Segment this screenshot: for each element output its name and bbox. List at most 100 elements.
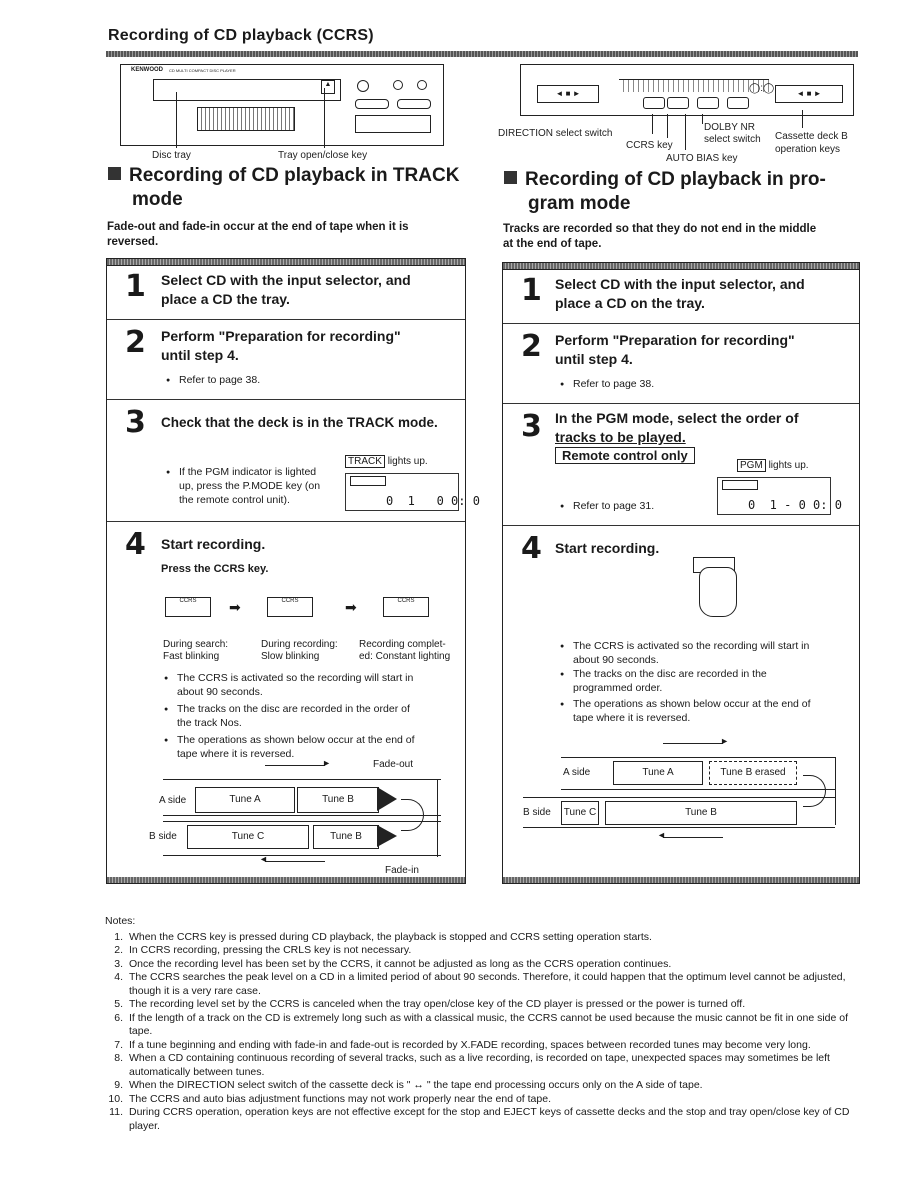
tape-line xyxy=(561,789,835,790)
tray-key-label: Tray open/close key xyxy=(278,150,368,161)
step-note: The operations as shown below occur at t… xyxy=(560,697,811,725)
step-divider xyxy=(107,521,465,522)
tune-segment: Tune A xyxy=(613,761,703,785)
arrow-right-icon: ► xyxy=(265,758,331,768)
cd-stop-button[interactable] xyxy=(355,115,431,133)
auto-bias-label: AUTO BIAS key xyxy=(666,153,738,164)
cd-button[interactable] xyxy=(397,99,431,109)
disc-tray-label: Disc tray xyxy=(152,150,191,161)
cd-display xyxy=(197,107,295,131)
note-item: 8.When a CD containing continuous record… xyxy=(114,1052,830,1078)
ccrs-key-icon: CCRS xyxy=(165,597,211,617)
arrow-right-icon: ► xyxy=(663,736,729,746)
tape-line xyxy=(523,827,835,828)
dolby-label: DOLBY NR select switch xyxy=(704,122,761,145)
remote-only-badge: Remote control only xyxy=(555,447,695,464)
note-item: 7.If a tune beginning and ending with fa… xyxy=(114,1038,811,1051)
cassette-keys-label: Cassette deck B operation keys xyxy=(775,131,848,155)
step-number: 4 xyxy=(125,527,146,562)
reverse-curve-icon xyxy=(803,775,826,807)
step-note: The tracks on the disc are recorded in t… xyxy=(560,667,767,695)
step-number: 2 xyxy=(521,329,542,364)
state-label: During recording:Slow blinking xyxy=(261,639,338,662)
tape-line xyxy=(163,855,441,856)
note-item: 4.The CCRS searches the peak level on a … xyxy=(114,971,846,997)
note-item: 3.Once the recording level has been set … xyxy=(114,957,672,970)
note-item: 2.In CCRS recording, pressing the CRLS k… xyxy=(114,944,412,956)
ccrs-key[interactable] xyxy=(643,97,665,109)
pgm-section-heading: Recording of CD playback in pro- gram mo… xyxy=(504,168,864,216)
fade-wedge xyxy=(377,787,397,811)
step-subtitle: Press the CCRS key. xyxy=(161,563,269,575)
note-item: 11.During CCRS operation, operation keys… xyxy=(109,1106,850,1132)
tune-segment: Tune A xyxy=(195,787,295,813)
heading-square-icon xyxy=(108,167,121,180)
tape-end-line xyxy=(437,779,438,857)
deck-dial[interactable]: ◯:◯ xyxy=(749,83,775,94)
tape-line xyxy=(163,815,441,816)
notes-heading: Notes: xyxy=(105,915,136,927)
step-divider xyxy=(107,399,465,400)
cassette-callout xyxy=(802,110,803,128)
note-item: 1.When the CCRS key is pressed during CD… xyxy=(114,930,652,943)
b-side-label: B side xyxy=(149,831,177,842)
deck-keys-left[interactable]: ◄ ■ ► xyxy=(537,85,599,103)
state-label: During search:Fast blinking xyxy=(163,639,229,662)
tape-line xyxy=(523,797,835,798)
cd-brand: KENWOOD xyxy=(131,67,163,73)
pressing-finger-icon xyxy=(699,567,737,617)
dolby-callout xyxy=(702,114,703,124)
disc-tray-callout xyxy=(176,92,177,148)
cd-player-illustration: KENWOOD CD MULTI COMPACT DISC PLAYER ▲ xyxy=(120,64,444,146)
erased-segment: Tune B erased xyxy=(709,761,797,785)
autobias-callout xyxy=(685,114,686,150)
note-item: 10.The CCRS and auto bias adjustment fun… xyxy=(108,1092,551,1105)
arrow-right-icon: ➡ xyxy=(345,599,357,615)
step-divider xyxy=(503,403,859,404)
step-divider xyxy=(503,525,859,526)
note-item: 6.If the length of a track on the CD is … xyxy=(114,1011,849,1038)
fade-in-label: Fade-in xyxy=(385,865,419,876)
tray-open-close-key[interactable]: ▲ xyxy=(321,80,335,94)
note-item: 5.The recording level set by the CCRS is… xyxy=(114,998,746,1010)
cd-knob[interactable] xyxy=(417,80,427,90)
reverse-curve-icon xyxy=(401,799,424,831)
cassette-deck-illustration: ◄ ■ ► ◯:◯ ◄ ■ ► xyxy=(520,64,854,116)
disc-tray[interactable] xyxy=(153,79,341,101)
cd-button[interactable] xyxy=(355,99,389,109)
dolby-nr-switch[interactable] xyxy=(697,97,719,109)
cd-knob[interactable] xyxy=(393,80,403,90)
step-title: Perform "Preparation for recording"until… xyxy=(555,332,795,367)
cd-knob[interactable] xyxy=(357,80,369,92)
panel-bottom-bar xyxy=(503,877,859,883)
step-divider xyxy=(107,319,465,320)
note-item: 9.When the DIRECTION select switch of th… xyxy=(114,1079,703,1091)
panel-bottom-bar xyxy=(107,877,465,883)
step-title: Perform "Preparation for recording"until… xyxy=(161,328,401,363)
tape-line xyxy=(561,757,835,758)
fade-wedge xyxy=(377,825,397,847)
tune-segment: Tune B xyxy=(297,787,379,813)
direction-label: DIRECTION select switch xyxy=(498,128,613,139)
track-section-heading: Recording of CD playback in TRACK mode xyxy=(108,164,468,212)
step-reference: Refer to page 38. xyxy=(166,373,260,388)
notes-section: Notes: 1.When the CCRS key is pressed du… xyxy=(105,915,860,1133)
page-title: Recording of CD playback (CCRS) xyxy=(108,27,374,44)
step-note: The CCRS is activated so the recording w… xyxy=(164,671,413,699)
step-number: 3 xyxy=(521,409,542,444)
auto-bias-key[interactable] xyxy=(667,97,689,109)
tune-segment: Tune B xyxy=(605,801,797,825)
step-number: 1 xyxy=(521,273,542,308)
b-side-label: B side xyxy=(523,807,551,818)
ccrs-callout xyxy=(667,114,668,138)
cassette-b-keys[interactable]: ◄ ■ ► xyxy=(775,85,843,103)
a-side-label: A side xyxy=(159,795,187,806)
ccrs-key-lit-icon: CCRS xyxy=(383,597,429,617)
step-number: 4 xyxy=(521,531,542,566)
deck-meter xyxy=(619,79,769,92)
cd-model: CD MULTI COMPACT DISC PLAYER xyxy=(169,68,236,73)
deck-button[interactable] xyxy=(727,97,749,109)
deck-lcd-display: 0 1 - 0 0: 0 xyxy=(717,477,842,515)
